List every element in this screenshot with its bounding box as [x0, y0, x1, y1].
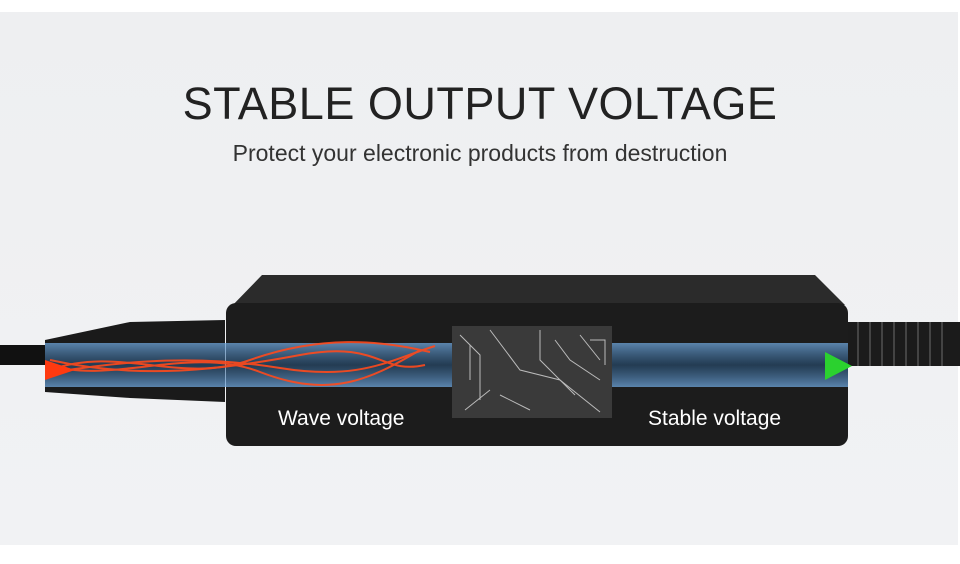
wave-voltage-label: Wave voltage	[278, 407, 405, 430]
adapter-top	[228, 275, 845, 310]
cable-ribs	[857, 322, 943, 366]
page-title: STABLE OUTPUT VOLTAGE	[182, 78, 778, 129]
stable-voltage-label: Stable voltage	[648, 407, 782, 430]
page-subtitle: Protect your electronic products from de…	[232, 140, 728, 166]
wave-voltage-lines	[49, 341, 436, 386]
stable-arrow-icon	[825, 352, 852, 380]
circuit-traces	[459, 329, 606, 413]
wave-arrow-icon	[45, 360, 75, 380]
output-cable	[840, 322, 960, 366]
